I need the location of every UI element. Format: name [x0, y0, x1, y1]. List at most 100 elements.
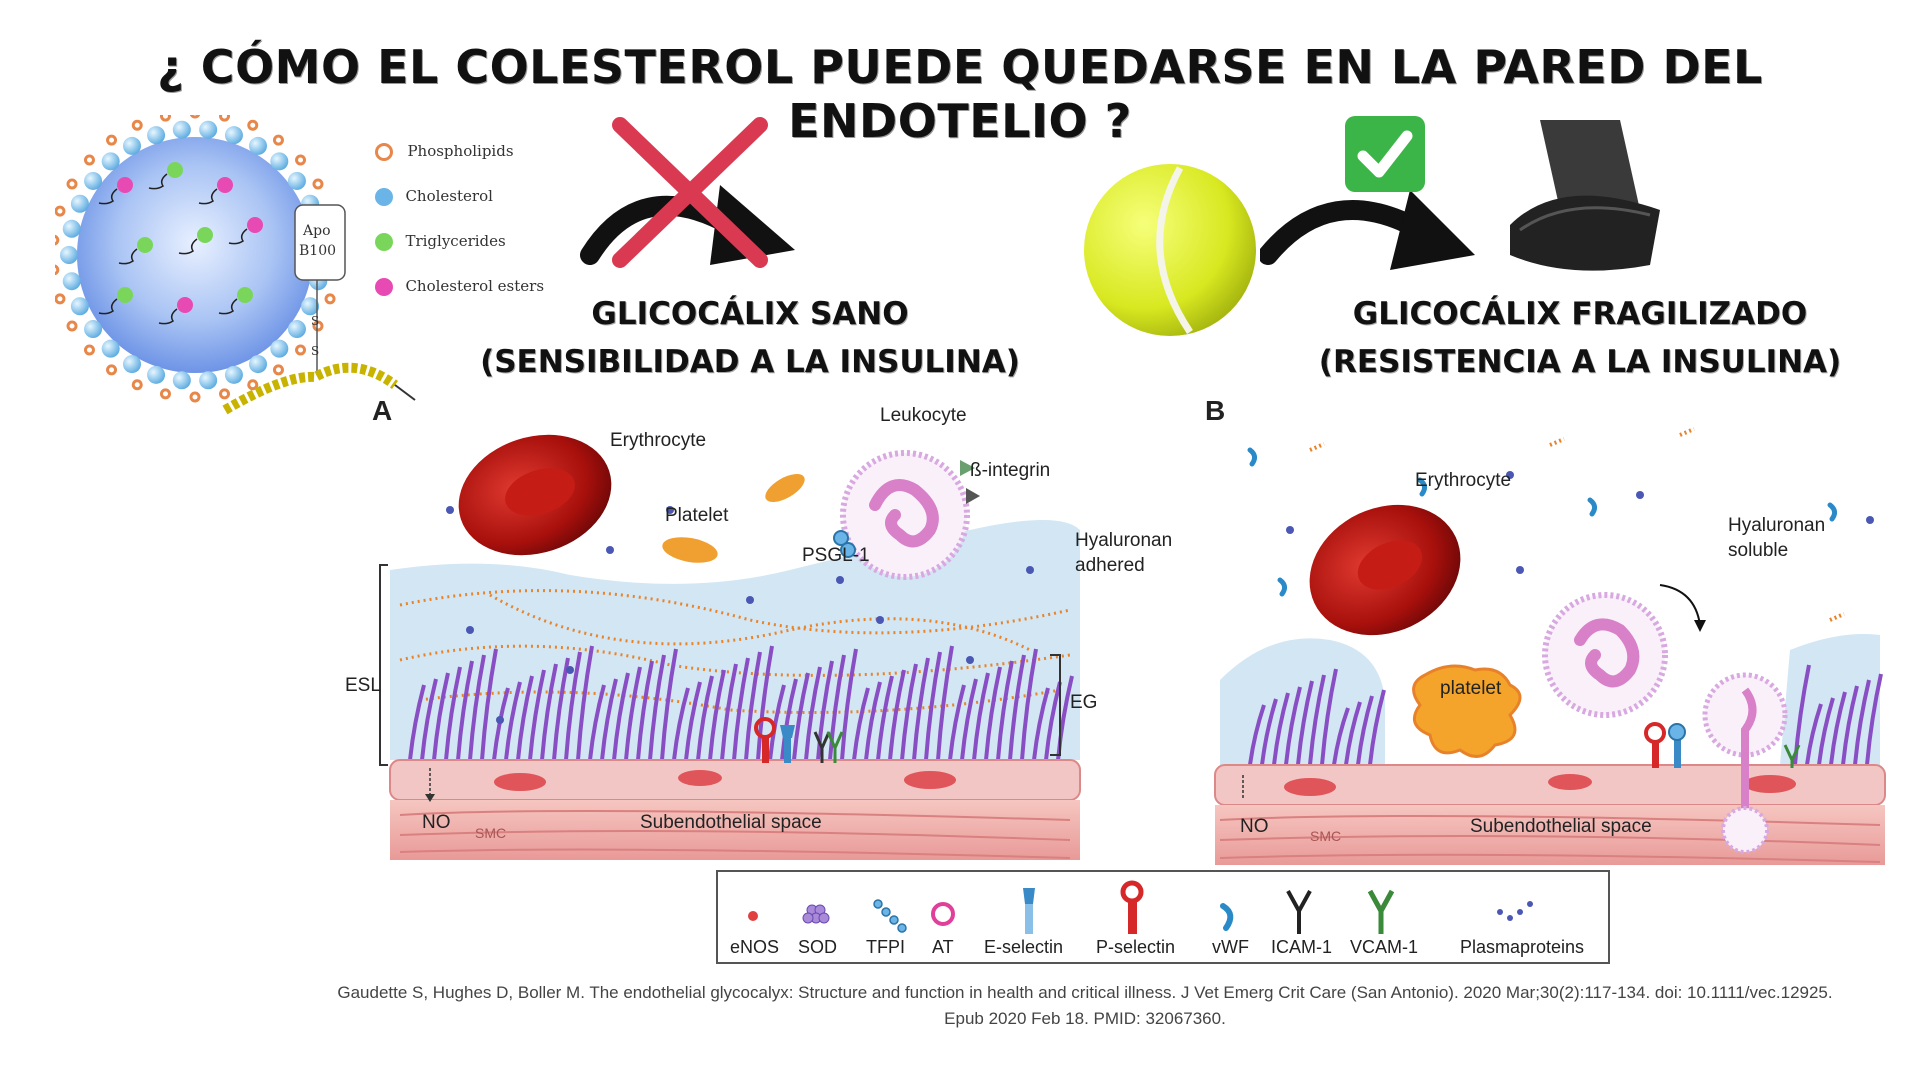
- p-selectin-icon: [1120, 880, 1144, 934]
- glycocalyx-strand: [1368, 689, 1386, 766]
- triglyceride-molecule: [137, 237, 153, 253]
- tfpi-icon: [873, 899, 907, 933]
- legend-cholesterol: Cholesterol: [375, 187, 493, 206]
- glycocalyx-strand: [900, 663, 918, 761]
- hyaluronan-fragment: [1309, 442, 1325, 452]
- glycocalyx-strand: [648, 654, 666, 761]
- phospholipid-particle: [295, 344, 307, 356]
- panel-a-hyaluronan-label-2: adhered: [1075, 555, 1145, 576]
- leukocyte: [1542, 592, 1668, 718]
- phospholipid-particle: [324, 293, 336, 305]
- glycocalyx-strand: [1841, 685, 1859, 766]
- lipid-tail: [98, 188, 118, 205]
- glycocalyx-strand: [924, 651, 942, 761]
- plasma-protein: [836, 576, 844, 584]
- phospholipid-particle: [48, 264, 60, 276]
- glycocalyx-strand: [1032, 687, 1050, 761]
- cholesterol-particle: [249, 136, 267, 155]
- cholesterol-particle: [84, 171, 103, 190]
- triglyceride-molecule: [167, 162, 183, 178]
- glycocalyx-strand: [1308, 674, 1326, 766]
- glycocalyx-strand: [552, 657, 570, 761]
- left-section-line1: GLICOCÁLIX SANO: [591, 296, 909, 332]
- glycocalyx-strand: [1260, 698, 1278, 766]
- velcro-image: [1500, 115, 1670, 285]
- glycocalyx-strand: [1272, 692, 1290, 766]
- phospholipid-particle: [189, 391, 201, 403]
- apo-b100-box: [294, 204, 346, 281]
- glycocalyx-strand: [720, 663, 738, 761]
- plasma-protein: [446, 506, 454, 514]
- glycocalyx-strand: [852, 687, 870, 761]
- phospholipid-particle: [106, 134, 118, 146]
- glycocalyx-strand: [1344, 701, 1362, 766]
- lipid-tail: [218, 298, 238, 315]
- phospholipid-particle: [106, 364, 118, 376]
- phospholipid-particle: [131, 379, 143, 391]
- phospholipid-particle: [131, 119, 143, 131]
- glycocalyx-strand: [1805, 703, 1823, 766]
- lipid-tail: [198, 188, 218, 205]
- glycocalyx-strand: [840, 648, 858, 761]
- glycocalyx-strand: [624, 666, 642, 761]
- glycocalyx-strand: [408, 684, 426, 761]
- legend-sod: SOD: [798, 937, 838, 957]
- vwf-icon: [1220, 903, 1234, 931]
- plasma-protein: [966, 656, 974, 664]
- triglyceride-molecule: [237, 287, 253, 303]
- panel-a-platelet-label: Platelet: [665, 505, 729, 526]
- svg-text:S: S: [311, 344, 319, 358]
- hyaluronan-fragment: [1679, 427, 1695, 437]
- right-arrow-graphic: [1258, 175, 1480, 285]
- cholesterol-particle: [224, 126, 243, 145]
- glycocalyx-strand: [804, 666, 822, 761]
- cholesterol-particle: [287, 320, 306, 339]
- legend-cholesterol-esters-label: Cholesterol esters: [405, 277, 545, 295]
- cholesterol-particle: [70, 194, 89, 213]
- ester-molecule: [217, 177, 233, 193]
- cross-icon: [612, 117, 768, 268]
- vwf-fragment: [1247, 447, 1258, 467]
- panel-a-psgl-label: PSGL-1: [802, 545, 870, 566]
- phospholipid-icon: [375, 142, 393, 161]
- legend-at: AT: [932, 937, 954, 957]
- panel-a-erythrocyte-label: Erythrocyte: [610, 430, 707, 451]
- glycocalyx-strand: [972, 672, 990, 761]
- legend-p-selectin: P-selectin: [1096, 937, 1176, 957]
- glycocalyx-strand: [432, 672, 450, 761]
- cholesterol-particle: [60, 246, 78, 264]
- panel-a-hyaluronan-label-1: Hyaluronan: [1075, 530, 1173, 551]
- plasma-protein: [746, 596, 754, 604]
- panel-a-subendothelial-label: Subendothelial space: [640, 812, 822, 833]
- legend-triglycerides: Triglycerides: [375, 232, 506, 251]
- icam-1-icon: [1286, 890, 1312, 934]
- cholesterol-particle: [70, 297, 89, 316]
- phospholipid-particle: [83, 344, 95, 356]
- legend-plasmaproteins: Plasmaproteins: [1460, 937, 1585, 957]
- panel-a-eg-label: EG: [1070, 692, 1098, 713]
- glycocalyx-strand: [636, 660, 654, 761]
- panel-b-letter: B: [1205, 395, 1226, 426]
- panel-b-no-label: NO: [1240, 816, 1269, 837]
- plasma-protein: [876, 616, 884, 624]
- glycocalyx-strand: [864, 681, 882, 761]
- cholesterol-particle: [101, 152, 120, 171]
- phospholipid-particle: [247, 379, 259, 391]
- citation-line-2: Epub 2020 Feb 18. PMID: 32067360.: [944, 1009, 1226, 1028]
- lipid-tail: [118, 248, 138, 265]
- page-title: ¿ CÓMO EL COLESTEROL PUEDE QUEDARSE EN L…: [157, 40, 1763, 148]
- legend-triglycerides-label: Triglycerides: [405, 232, 506, 250]
- glycocalyx-strand: [528, 669, 546, 761]
- panel-a-letter: A: [372, 395, 393, 426]
- cholesterol-particle: [101, 339, 120, 358]
- glycocalyx-strand: [420, 678, 438, 761]
- glycocalyx-strand: [936, 645, 954, 761]
- right-section-line1: GLICOCÁLIX FRAGILIZADO: [1352, 296, 1808, 332]
- glycocalyx-strand: [780, 678, 798, 761]
- left-section-line2: (SENSIBILIDAD A LA INSULINA): [480, 344, 1020, 380]
- glycocalyx-strand: [756, 645, 774, 761]
- citation: Gaudette S, Hughes D, Boller M. The endo…: [250, 980, 1920, 1032]
- hyaluronan-fragment: [1829, 612, 1845, 622]
- glycocalyx-strand: [1248, 704, 1266, 766]
- cholesterol-particle: [147, 126, 166, 145]
